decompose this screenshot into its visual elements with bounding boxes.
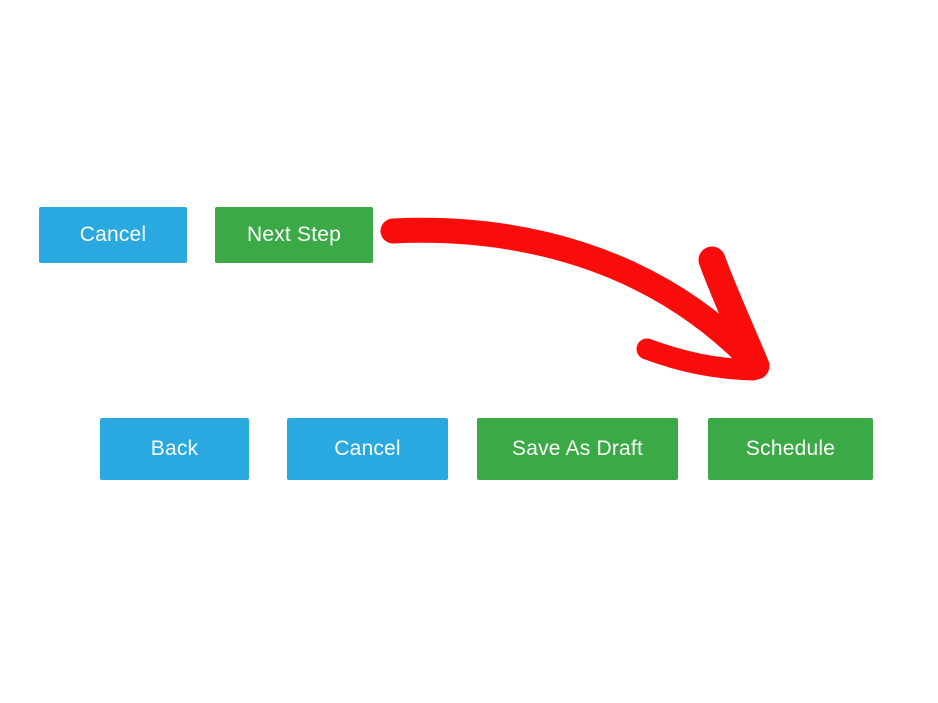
cancel-button[interactable]: Cancel	[39, 207, 187, 263]
red-arrow-shaft	[380, 217, 761, 369]
red-arrow-lower-barb	[636, 338, 764, 381]
red-arrow-upper-barb	[698, 246, 770, 380]
schedule-button[interactable]: Schedule	[708, 418, 873, 480]
cancel-button-step-two[interactable]: Cancel	[287, 418, 448, 480]
next-step-button[interactable]: Next Step	[215, 207, 373, 263]
save-as-draft-button[interactable]: Save As Draft	[477, 418, 678, 480]
back-button[interactable]: Back	[100, 418, 249, 480]
